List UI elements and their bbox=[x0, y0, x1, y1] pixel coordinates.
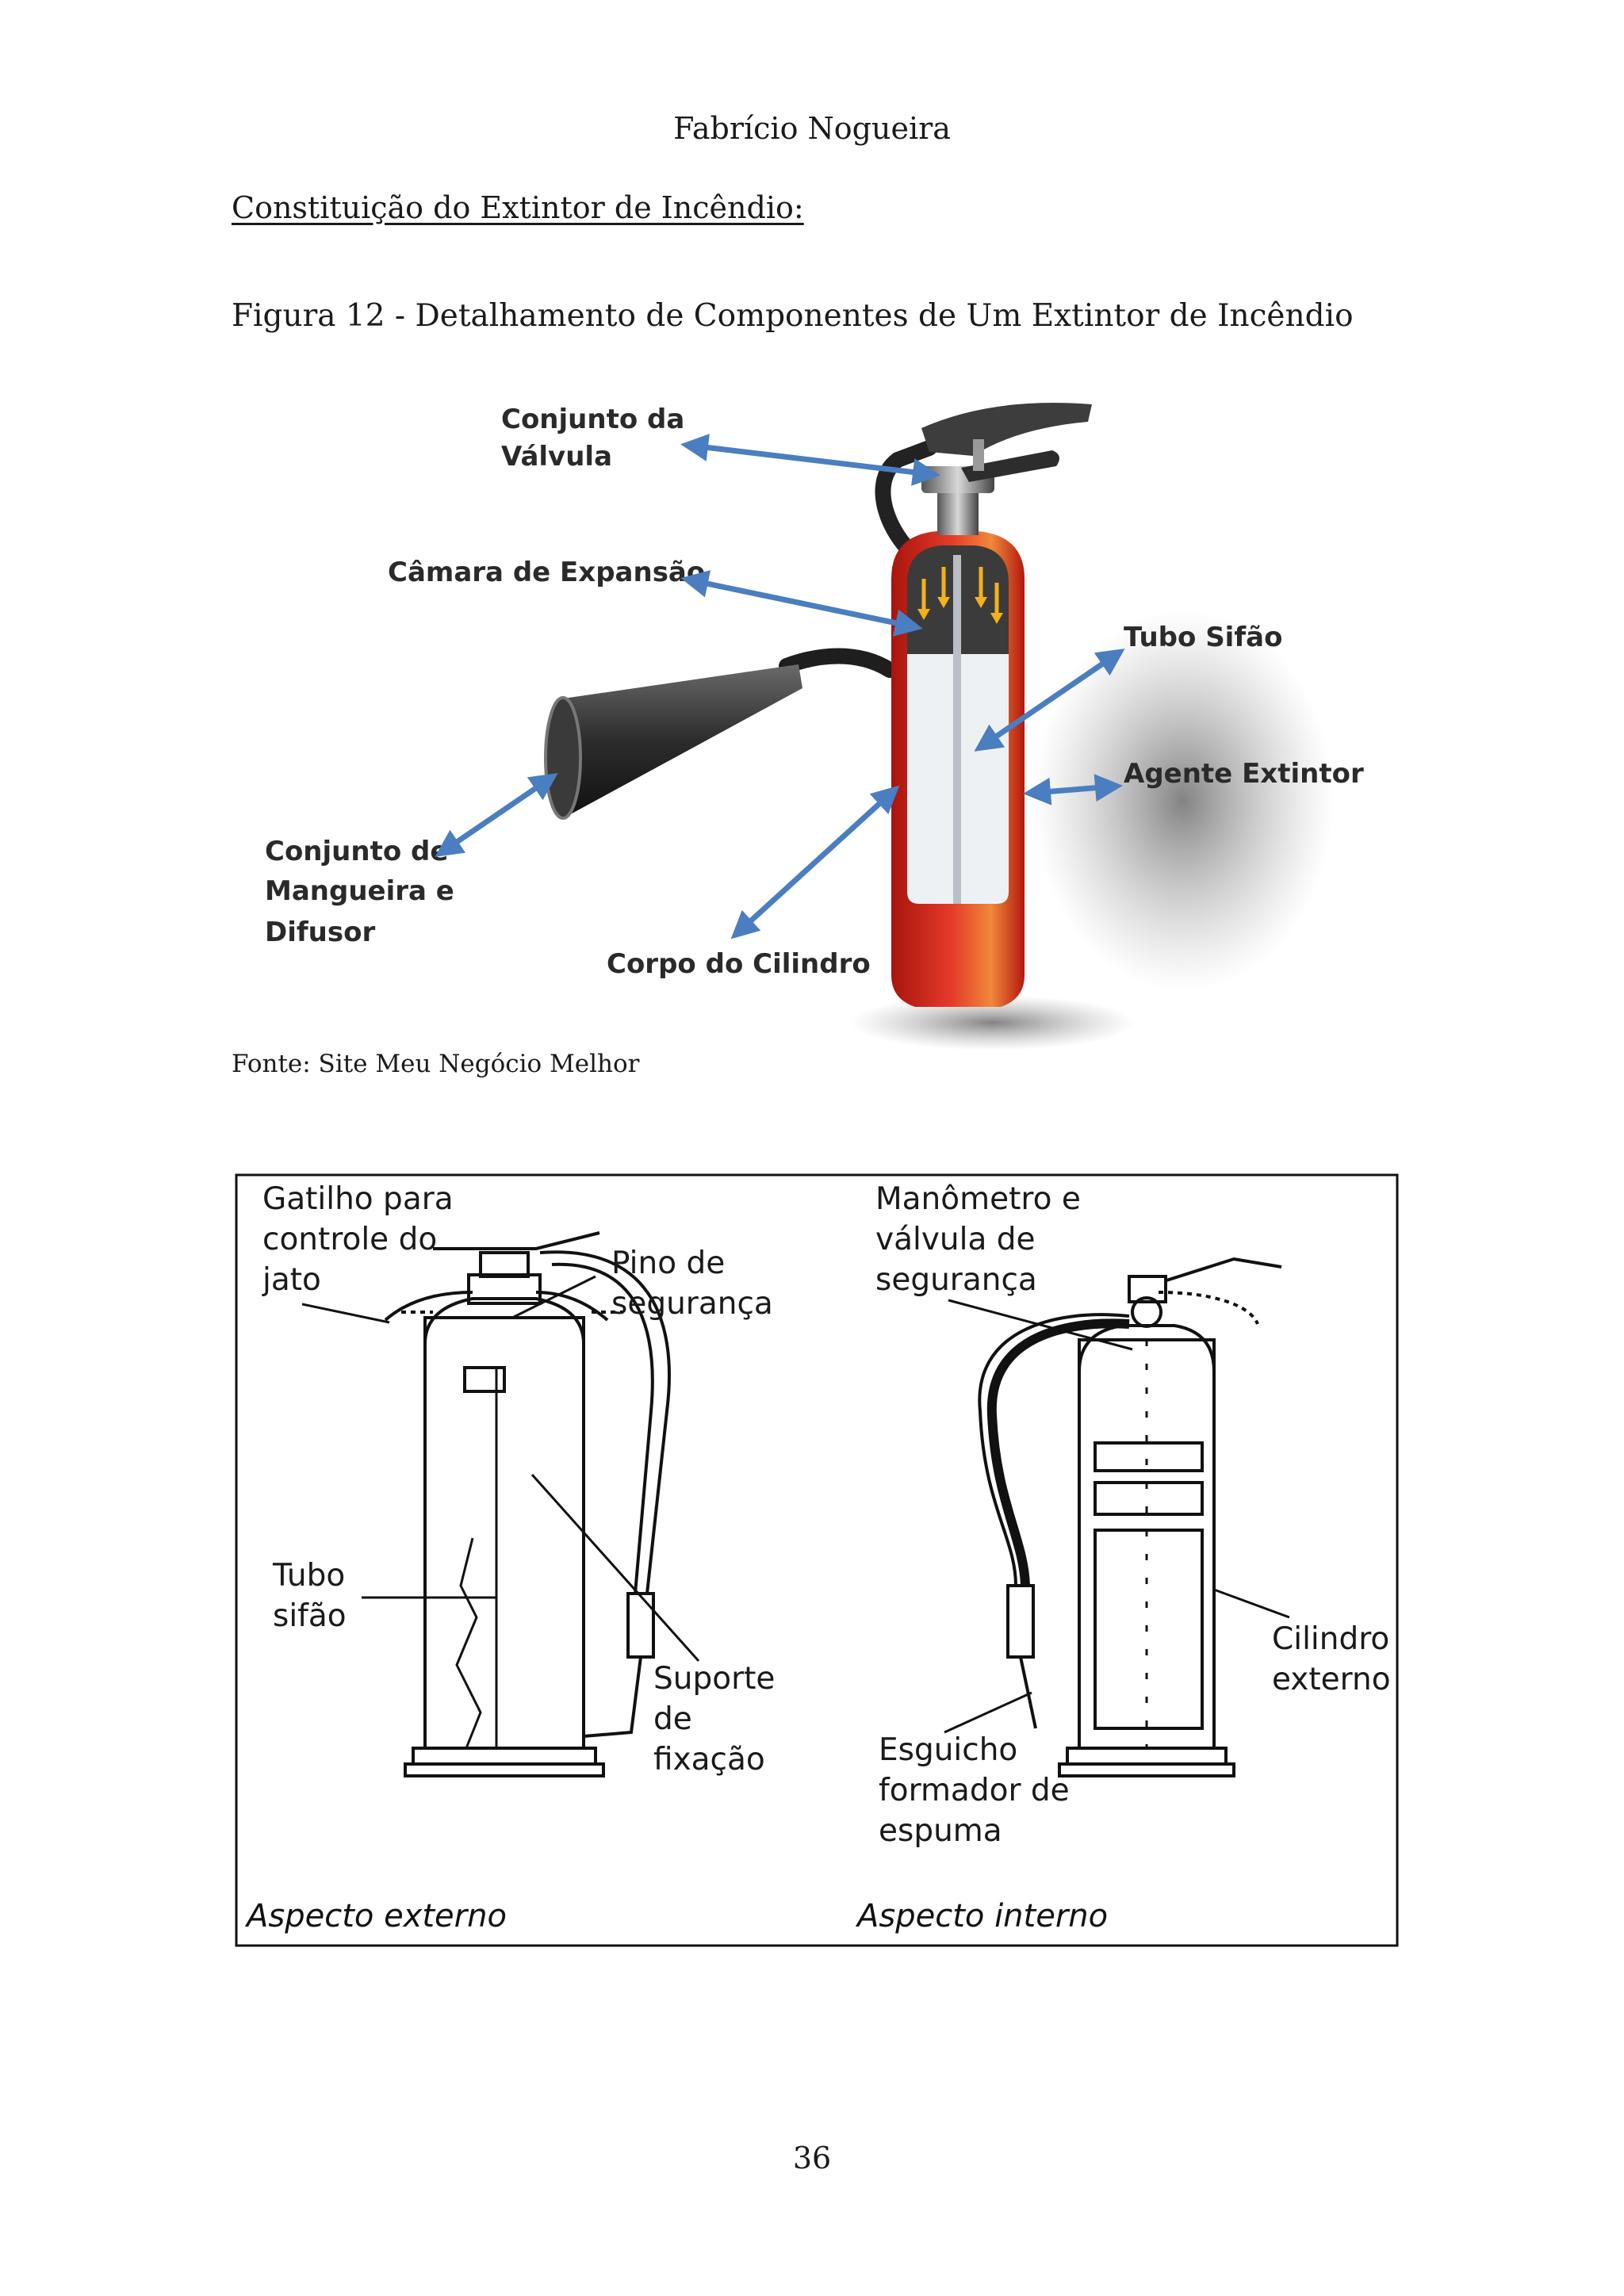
diagram-frame bbox=[235, 1173, 1399, 1947]
figure-source: Fonte: Site Meu Negócio Melhor bbox=[232, 1050, 640, 1078]
label-siphon-tube: Tubo Sifão bbox=[1124, 622, 1282, 653]
label-trigger-1: Gatilho para bbox=[262, 1181, 454, 1217]
arrow-siphon bbox=[974, 649, 1125, 752]
leader-cylinder bbox=[1213, 1588, 1290, 1619]
valve-handle-upper bbox=[921, 403, 1092, 456]
label-pin-2: segurança bbox=[611, 1286, 773, 1322]
label-hose-2: Mangueira e bbox=[265, 875, 454, 907]
label-extinguishing-agent: Agente Extintor bbox=[1124, 758, 1364, 790]
label-trigger-2: controle do bbox=[262, 1222, 437, 1257]
label-support-1: Suporte bbox=[653, 1661, 775, 1697]
valve-neck bbox=[937, 492, 979, 535]
pressure-arrows bbox=[917, 567, 1003, 624]
label-siphon-1: Tubo bbox=[272, 1558, 345, 1594]
extinguisher-cutaway-figure: Conjunto da Válvula Câmara de Expansão T… bbox=[265, 403, 1364, 1050]
extinguisher-line-diagram: Gatilho para controle do jato Pino de se… bbox=[235, 1173, 1399, 1947]
label-gauge-3: segurança bbox=[875, 1262, 1037, 1298]
hose-to-horn bbox=[779, 648, 898, 678]
leader-gauge bbox=[948, 1299, 1133, 1351]
label-gauge-2: válvula de bbox=[875, 1222, 1036, 1257]
right-extinguisher bbox=[978, 1257, 1282, 1777]
label-pin-1: Pino de bbox=[611, 1246, 725, 1281]
arrow-expansion bbox=[680, 570, 923, 637]
section-title: Constituição do Extintor de Incêndio: bbox=[232, 190, 804, 225]
label-hose-1: Conjunto de bbox=[265, 836, 448, 867]
label-cylinder-body: Corpo do Cilindro bbox=[607, 948, 871, 980]
leader-support bbox=[530, 1474, 700, 1662]
valve-handle-lower bbox=[961, 450, 1059, 482]
label-gauge-1: Manômetro e bbox=[875, 1181, 1081, 1217]
left-extinguisher bbox=[384, 1231, 671, 1777]
page-header-author: Fabrício Nogueira bbox=[673, 111, 951, 146]
arrow-cylinder bbox=[730, 785, 900, 939]
diffuser-horn-icon bbox=[558, 664, 802, 817]
label-trigger-3: jato bbox=[262, 1262, 321, 1298]
arrow-agent bbox=[1023, 774, 1123, 806]
arrow-valve bbox=[680, 434, 940, 486]
label-valve-assembly-1: Conjunto da bbox=[501, 404, 684, 435]
cylinder-shadow bbox=[1032, 610, 1334, 991]
label-siphon-2: sifão bbox=[273, 1598, 347, 1634]
label-nozzle-1: Esguicho bbox=[879, 1732, 1017, 1768]
label-cylinder-2: externo bbox=[1272, 1662, 1391, 1697]
label-nozzle-2: formador de bbox=[879, 1773, 1070, 1808]
label-nozzle-3: espuma bbox=[879, 1813, 1002, 1849]
label-cylinder-1: Cilindro bbox=[1272, 1621, 1389, 1657]
floor-shadow bbox=[850, 995, 1136, 1050]
label-support-2: de bbox=[653, 1701, 692, 1737]
label-valve-assembly-2: Válvula bbox=[501, 441, 612, 473]
label-expansion-chamber: Câmara de Expansão bbox=[388, 557, 705, 588]
arrow-hose bbox=[435, 773, 558, 857]
leader-pin bbox=[511, 1275, 596, 1319]
diffuser-mouth bbox=[544, 696, 582, 820]
label-aspect-internal: Aspecto interno bbox=[855, 1898, 1108, 1934]
siphon-tube bbox=[953, 555, 961, 904]
leader-nozzle bbox=[944, 1691, 1032, 1734]
label-hose-3: Difusor bbox=[265, 916, 375, 948]
label-support-3: fixação bbox=[653, 1742, 765, 1777]
valve-pin bbox=[973, 439, 984, 471]
label-aspect-external: Aspecto externo bbox=[244, 1898, 507, 1934]
page-number: 36 bbox=[792, 2141, 832, 2175]
leader-trigger bbox=[301, 1303, 390, 1324]
figure-caption: Figura 12 - Detalhamento de Componentes … bbox=[232, 298, 1354, 334]
